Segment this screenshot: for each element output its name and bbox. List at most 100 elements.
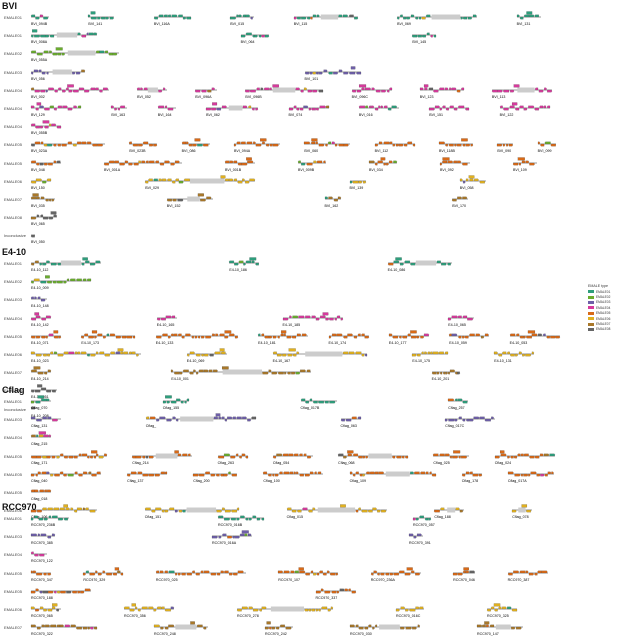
orf-arrow	[255, 144, 262, 147]
orf-arrow	[338, 453, 344, 456]
orf-arrow	[412, 144, 415, 147]
orf-arrow	[406, 142, 412, 145]
orf-arrow	[77, 507, 83, 511]
gene-track	[429, 105, 470, 111]
gene-track	[30, 450, 108, 458]
orf-arrow	[183, 369, 190, 373]
orf-arrow	[180, 400, 184, 404]
orf-arrow	[153, 624, 160, 628]
legend-swatch	[588, 311, 594, 315]
orf-arrow	[153, 16, 158, 20]
orf-arrow	[158, 89, 163, 93]
orf-arrow	[362, 473, 365, 477]
orf-arrow	[34, 554, 39, 557]
orf-arrow	[462, 144, 466, 147]
orf-arrow	[424, 517, 429, 521]
orf-arrow	[39, 14, 44, 18]
orf-arrow	[52, 419, 58, 422]
gene-label: BVI_048	[31, 167, 45, 172]
gene-label: E4-10_208	[31, 413, 49, 418]
orf-arrow	[315, 590, 321, 594]
orf-arrow	[514, 107, 519, 111]
orf-block	[52, 603, 58, 607]
orf-arrow	[35, 400, 41, 404]
orf-arrow	[518, 162, 521, 165]
orf-arrow	[30, 473, 35, 477]
orf-arrow	[138, 144, 144, 147]
orf-arrow	[42, 262, 47, 266]
gene-track	[166, 193, 213, 202]
orf-arrow	[511, 627, 516, 630]
orf-arrow	[111, 105, 115, 109]
orf-arrow	[500, 453, 507, 456]
gene-track	[30, 102, 82, 111]
orf-arrow	[222, 105, 227, 109]
orf-arrow	[36, 196, 40, 200]
orf-arrow	[374, 144, 378, 147]
orf-arrow	[155, 570, 159, 573]
orf-arrow	[428, 87, 433, 90]
orf-arrow	[30, 369, 37, 373]
orf-arrow	[525, 570, 528, 573]
orf-arrow	[216, 107, 222, 111]
orf-arrow	[424, 351, 428, 355]
orf-arrow	[533, 107, 539, 111]
orf-arrow	[509, 333, 515, 336]
orf-arrow	[447, 160, 453, 163]
orf-arrow	[170, 162, 175, 165]
orf-arrow	[456, 89, 460, 93]
orf-arrow	[544, 473, 548, 477]
orf-arrow	[59, 507, 65, 511]
orf-arrow	[41, 624, 46, 628]
orf-arrow	[30, 235, 35, 238]
gene-track	[236, 606, 334, 612]
gene-track	[30, 211, 57, 220]
orf-arrow	[211, 333, 215, 336]
orf-arrow	[148, 473, 155, 477]
gene-track	[155, 570, 246, 575]
orf-arrow	[137, 87, 140, 90]
orf-arrow	[323, 572, 327, 575]
orf-arrow	[462, 196, 468, 200]
orf-arrow	[349, 624, 355, 628]
orf-arrow	[143, 142, 149, 145]
orf-arrow	[34, 260, 39, 264]
row-label: EMALE05	[4, 570, 23, 576]
orf-block	[37, 384, 43, 388]
orf-arrow	[494, 608, 498, 612]
orf-arrow	[399, 262, 404, 266]
orf-block	[164, 395, 172, 399]
orf-arrow	[163, 87, 166, 90]
orf-arrow	[161, 333, 168, 336]
orf-arrow	[536, 473, 541, 477]
orf-arrow	[235, 453, 238, 456]
gene-track	[195, 87, 218, 93]
orf-arrow	[271, 627, 276, 630]
orf-arrow	[277, 335, 280, 339]
orf-arrow	[517, 453, 521, 456]
orf-arrow	[135, 606, 138, 610]
legend-item: EMALE05	[588, 311, 617, 316]
orf-arrow	[395, 608, 400, 612]
orf-arrow	[51, 198, 55, 202]
orf-arrow	[43, 217, 49, 220]
orf-arrow	[103, 335, 107, 339]
orf-arrow	[49, 217, 54, 220]
orf-arrow	[91, 473, 97, 477]
gene-label: RCC970_107	[278, 577, 301, 582]
orf-arrow	[72, 89, 79, 93]
orf-arrow	[57, 353, 64, 357]
orf-arrow	[465, 570, 470, 573]
orf-arrow	[353, 335, 357, 339]
orf-arrow	[210, 572, 216, 575]
orf-arrow	[170, 400, 177, 404]
row-label: EMALE04	[4, 435, 23, 441]
orf-arrow	[184, 178, 191, 181]
orf-arrow	[93, 455, 96, 458]
orf-arrow	[293, 16, 297, 20]
orf-arrow	[233, 178, 238, 181]
orf-arrow	[426, 14, 431, 18]
row-label: EMALE06	[4, 508, 23, 514]
orf-arrow	[236, 142, 241, 145]
orf-arrow	[509, 105, 515, 109]
